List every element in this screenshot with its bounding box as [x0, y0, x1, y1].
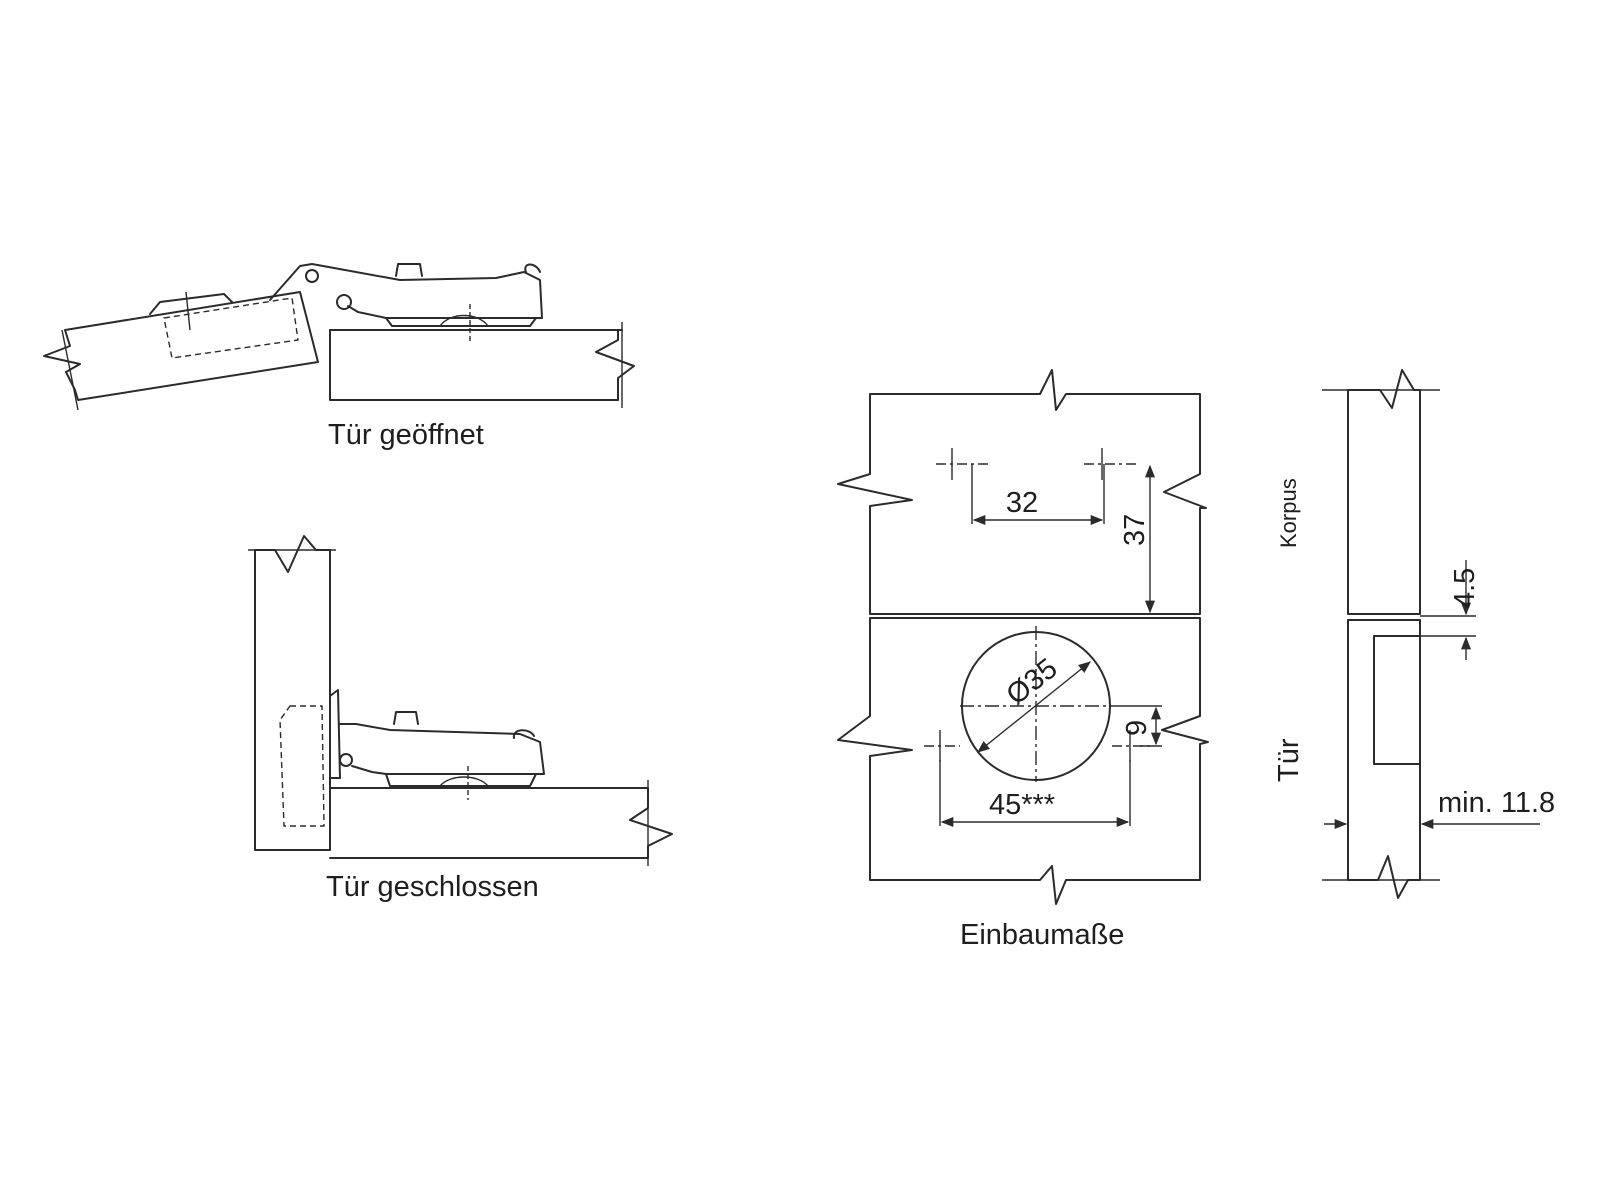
door-block [837, 617, 1209, 905]
closed-cup-hidden [279, 705, 325, 827]
side-section-view: 4.5 min. 11.8 Korpus Tür [1273, 369, 1555, 899]
side-cup-recess [1373, 635, 1421, 765]
carcass-hole-marks [936, 448, 1140, 480]
dim-4-5-label: 4.5 [1449, 568, 1481, 608]
dim-9-label: 9 [1121, 720, 1153, 736]
label-tuer: Tür [1273, 738, 1305, 782]
door-hole-marks [924, 730, 1150, 762]
dim-45-label: 45*** [989, 789, 1055, 821]
dim-min-11-8-label: min. 11.8 [1438, 787, 1555, 819]
side-door [1347, 619, 1421, 899]
side-carcass [1347, 369, 1421, 615]
open-door-panel [43, 291, 319, 401]
label-korpus: Korpus [1276, 478, 1301, 548]
door-closed-view [248, 535, 673, 866]
mounting-front-view: 32 37 Ø35 9 45*** [837, 369, 1209, 905]
closed-carcass-panel [329, 787, 673, 859]
door-open-view [43, 263, 635, 411]
dim-35-line [977, 661, 1091, 753]
dim-35-label: Ø35 [1001, 653, 1064, 712]
open-hinge-arm [269, 263, 543, 319]
mounting-caption: Einbaumaße [960, 919, 1124, 951]
closed-caption: Tür geschlossen [326, 871, 539, 903]
closed-hinge-arm [329, 689, 341, 779]
open-caption: Tür geöffnet [328, 419, 484, 451]
closed-door-panel [254, 535, 331, 851]
dim-37-label: 37 [1119, 514, 1151, 546]
open-carcass-panel [329, 329, 635, 401]
carcass-block [837, 369, 1207, 615]
open-cup-hidden [163, 297, 299, 359]
dim-32-label: 32 [1006, 487, 1038, 519]
